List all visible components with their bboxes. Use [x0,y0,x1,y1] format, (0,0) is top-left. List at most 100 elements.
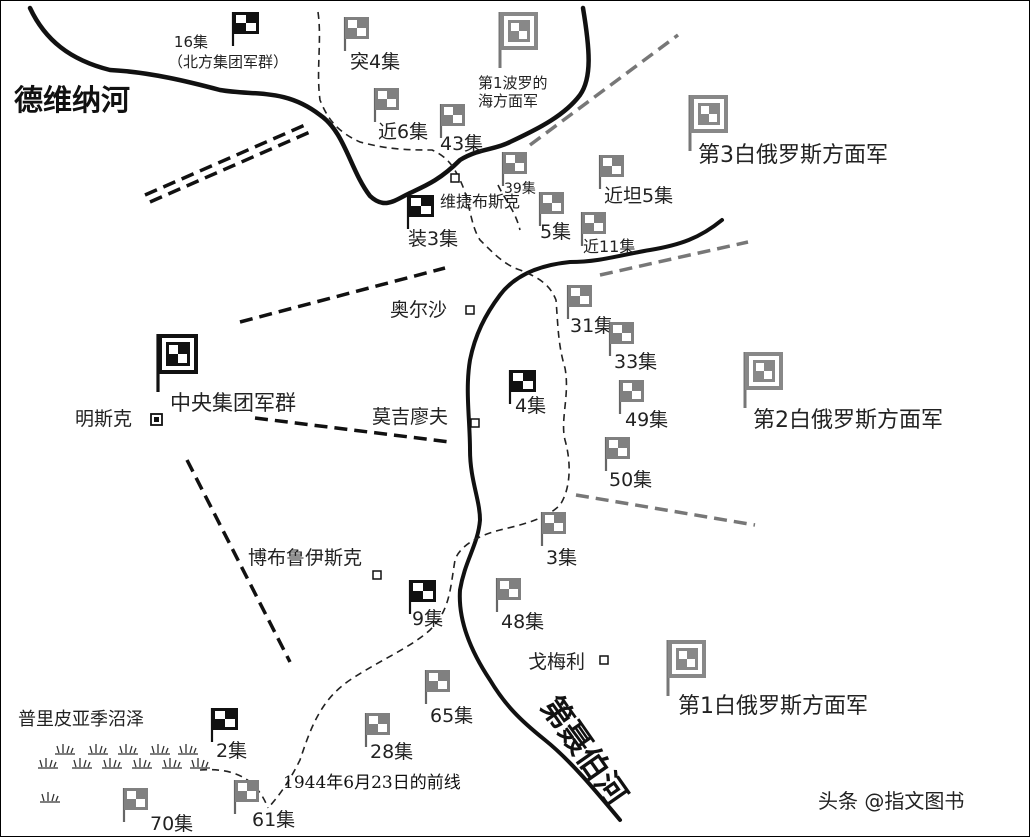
unit-label: 31集 [570,315,613,337]
unit-label: 近6集 [378,121,428,143]
unit-pz3: 装3集 [406,193,458,250]
unit-label: 中央集团军群 [170,391,296,415]
unit-label: 70集 [150,813,193,835]
unit-label: 50集 [609,469,652,491]
unit-a4: 4集 [508,368,546,417]
unit-a70: 70集 [122,786,193,835]
unit-a9: 9集 [408,578,443,630]
city-label: 维捷布斯克 [440,192,520,211]
front-line [267,11,570,809]
unit-a65: 65集 [424,668,473,727]
unit-label: 39集 [504,180,536,197]
unit-a39: 39集 [501,150,536,197]
unit-label: 49集 [625,409,668,431]
soviet-flag-icon [566,283,594,321]
front-label-sub: 海方面军 [478,92,538,110]
unit-label: 61集 [252,809,295,831]
marsh-label: 普里皮亚季沼泽 [18,709,144,730]
unit-label: 装3集 [408,228,458,250]
unit-a28: 28集 [364,711,413,763]
unit-a49: 49集 [618,378,668,431]
city-label: 博布鲁伊斯克 [248,547,362,569]
soviet-flag-icon [498,10,540,70]
soviet-flag-icon [122,786,150,824]
unit-label: 近11集 [583,237,635,256]
city-orsha: 奥尔沙 [390,299,475,321]
unit-label: 48集 [501,611,544,633]
boundary-soviet-2 [599,240,749,277]
boundary-center-south [254,416,451,444]
dvina-river-label: 德维纳河 [14,83,130,117]
city-bobruisk: 博布鲁伊斯克 [248,547,382,580]
front-line-lower [199,768,269,809]
dnieper-river-label: 第聂伯河 [533,690,634,812]
unit-guards11: 近11集 [580,210,635,256]
unit-label: 33集 [614,351,657,373]
city-marker-icon [372,570,382,580]
soviet-flag-icon [598,153,626,191]
dvina-river [27,5,591,206]
front-belorussian1: 第1白俄罗斯方面军 [666,638,868,719]
front-label: 第1波罗的 [478,74,548,92]
unit-label: 16集 [174,33,208,51]
german-flag-icon [231,10,261,48]
unit-label: 28集 [370,741,413,763]
soviet-flag-icon [373,86,401,124]
city-gomel: 戈梅利 [528,651,609,673]
unit-a3: 3集 [540,510,577,569]
unit-a2: 2集 [210,706,247,762]
soviet-flag-icon [343,15,371,53]
unit-label: 突4集 [350,51,400,73]
city-vitebsk: 维捷布斯克 [440,173,520,211]
front-belorussian3: 第3白俄罗斯方面军 [688,93,888,168]
city-mogilev: 莫吉廖夫 [372,406,480,428]
unit-a31: 31集 [566,283,613,337]
front-label: 第1白俄罗斯方面军 [678,694,868,719]
unit-label: 65集 [430,705,473,727]
unit-a33: 33集 [608,320,657,373]
city-label: 奥尔沙 [390,299,447,321]
soviet-flag-icon [540,510,568,548]
city-minsk: 明斯克 [75,408,163,430]
unit-shock4: 突4集 [343,15,400,73]
unit-label: 近坦5集 [604,185,673,207]
german-flag-icon [156,332,200,394]
unit-guards-tank5: 近坦5集 [598,153,673,207]
city-label: 戈梅利 [528,651,585,673]
unit-a43: 43集 [439,102,483,155]
unit-label: 4集 [515,395,546,417]
unit-label: 5集 [540,221,571,243]
city-marker-icon [599,655,609,665]
unit-army-group-center: 中央集团军群 [156,332,296,415]
watermark: 头条 @指文图书 [818,789,964,813]
soviet-flag-icon [743,350,785,410]
unit-a61: 61集 [233,778,295,831]
unit-a48: 48集 [495,576,544,633]
front-label: 第2白俄罗斯方面军 [753,408,943,433]
city-marker-icon [450,173,460,183]
unit-label: 43集 [440,133,483,155]
boundary-north-a [144,123,306,197]
unit-label: 9集 [412,608,443,630]
german-flag-icon [406,193,436,231]
soviet-flag-icon [604,435,632,473]
boundary-south [185,459,292,663]
front-line-bend [497,184,521,231]
unit-label: 2集 [216,740,247,762]
german-flag-icon [210,706,240,744]
boundary-center-north [239,266,446,324]
front-line-date-label: 1944年6月23日的前线 [283,773,461,793]
unit-label-sub: （北方集团军群） [168,53,288,71]
city-marker-icon [465,305,475,315]
city-label: 莫吉廖夫 [372,406,448,428]
boundary-north-b [149,130,311,204]
unit-a5: 5集 [538,190,571,243]
front-baltic1: 第1波罗的 海方面军 [478,10,548,110]
boundary-soviet-1 [528,33,680,147]
dnieper-river [457,218,724,822]
soviet-flag-icon [495,576,523,614]
unit-a50: 50集 [604,435,652,491]
front-belorussian2: 第2白俄罗斯方面军 [743,350,943,433]
unit-ag-north-16: 16集 （北方集团军群） [168,10,288,71]
